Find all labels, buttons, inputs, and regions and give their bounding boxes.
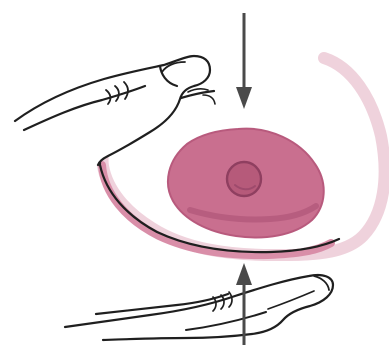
nipple <box>227 162 261 196</box>
lower-hand <box>65 275 333 340</box>
top-pressure-arrow <box>236 13 252 109</box>
